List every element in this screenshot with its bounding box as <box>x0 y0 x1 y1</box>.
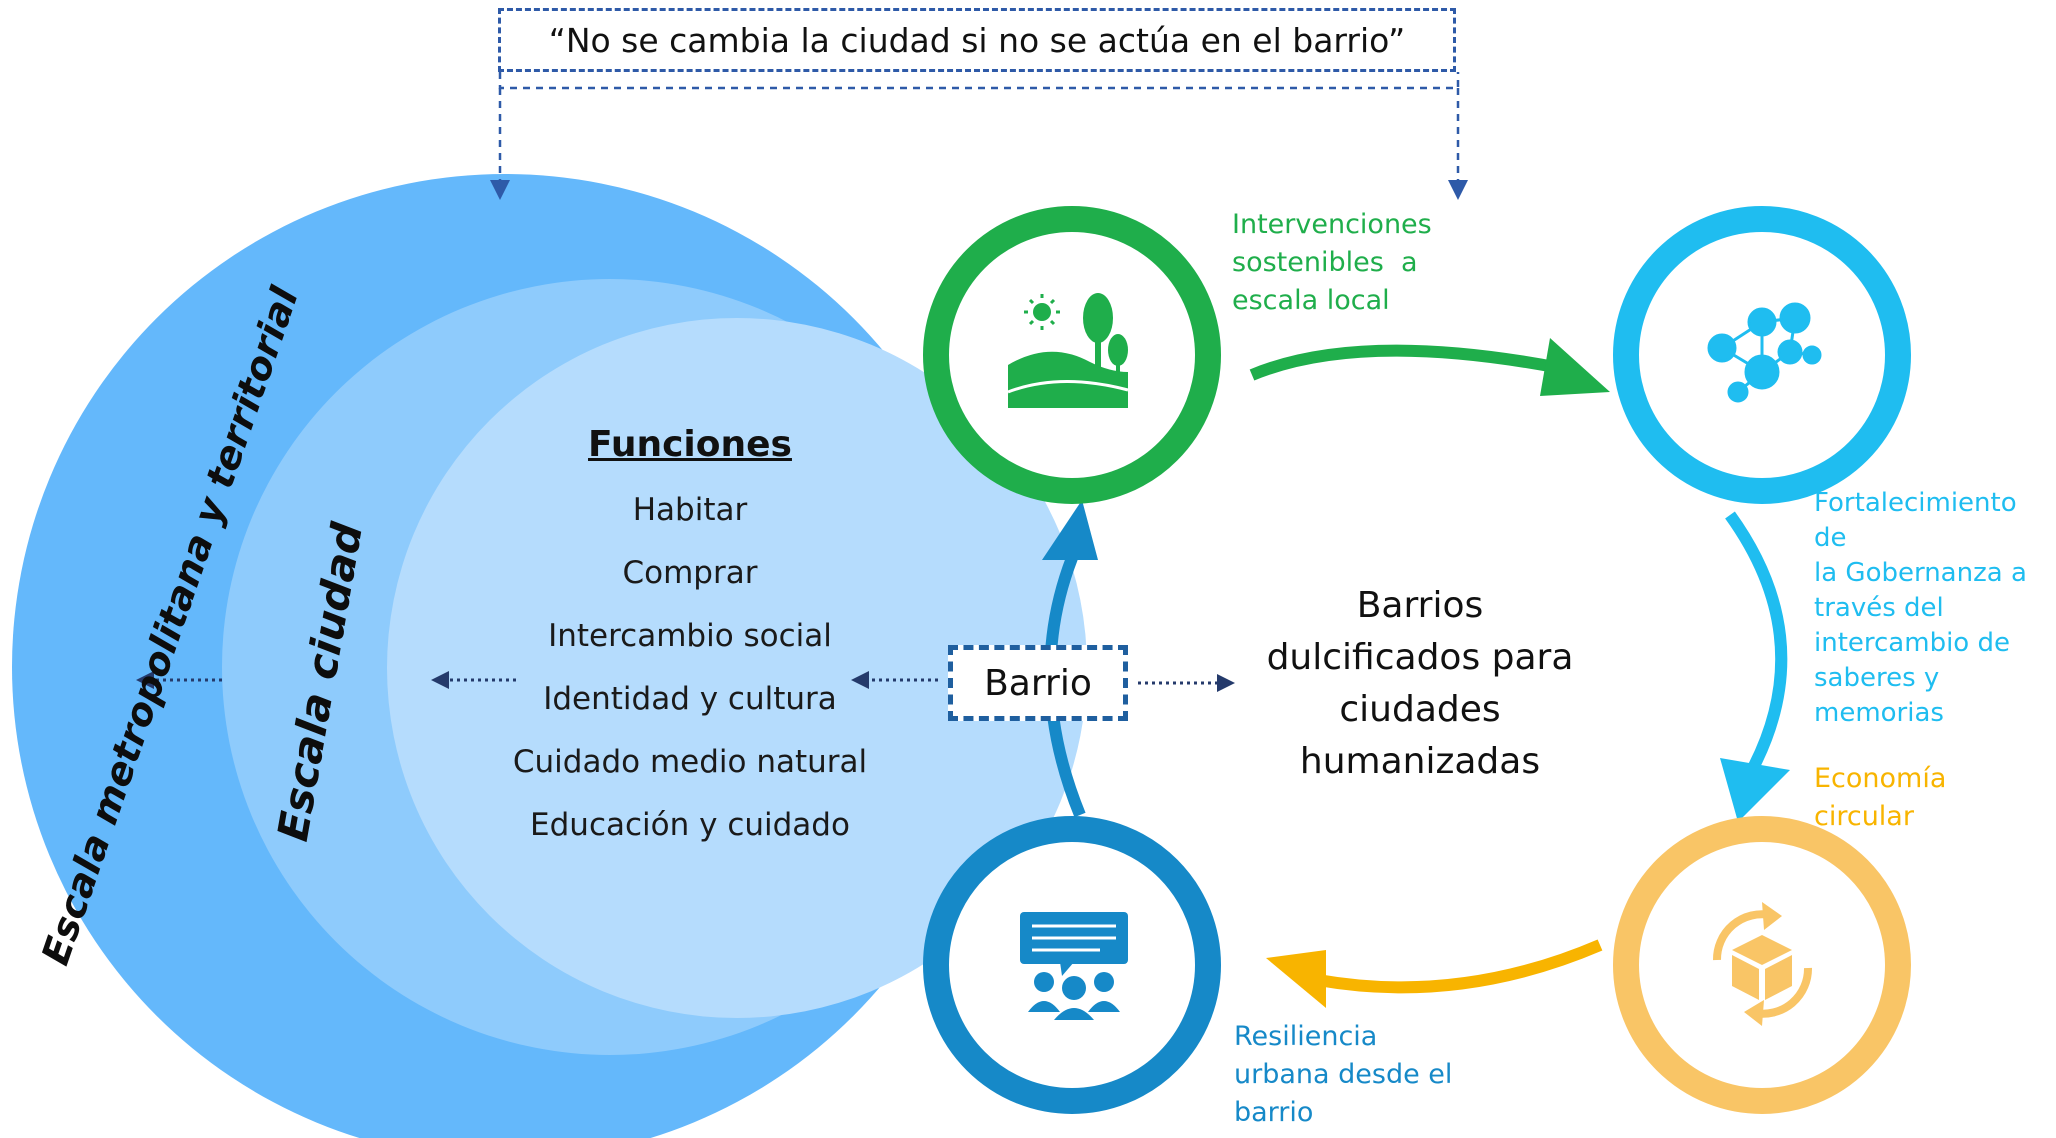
function-item: Cuidado medio natural <box>512 744 868 780</box>
label-line: escala local <box>1232 285 1390 316</box>
function-item: Educación y cuidado <box>530 807 850 843</box>
label-resiliencia: Resiliencia urbana desde el barrio <box>1234 1018 1452 1132</box>
label-line: Resiliencia <box>1234 1021 1378 1052</box>
community-discussion-icon <box>1020 912 1128 1020</box>
quote-connectors <box>490 72 1468 200</box>
barrio-box: Barrio <box>948 645 1128 721</box>
barrio-dotted-arrows <box>136 671 1235 692</box>
arrow-yellow <box>1316 939 1603 994</box>
inner-functions-circle <box>387 318 1087 1018</box>
label-line: través del <box>1814 593 1944 623</box>
center-line: ciudades <box>1339 689 1501 730</box>
landscape-tree-sun-icon <box>1007 293 1129 408</box>
function-item: Comprar <box>622 555 758 591</box>
label-line: la Gobernanza a <box>1814 558 2027 588</box>
cycle-arrows <box>1042 338 1790 1008</box>
node-intervenciones <box>923 206 1221 504</box>
box-recycle-icon <box>1712 902 1813 1026</box>
function-item: Habitar <box>632 492 748 528</box>
label-line: intercambio de <box>1814 628 2010 658</box>
label-line: Fortalecimiento de <box>1814 488 2017 553</box>
label-intervenciones: Intervenciones sostenibles a escala loca… <box>1232 206 1432 320</box>
functions-list: Funciones Habitar Comprar Intercambio so… <box>490 424 890 857</box>
functions-title: Funciones <box>588 424 792 465</box>
node-resiliencia <box>923 816 1221 1114</box>
label-line: Economía <box>1814 763 1947 794</box>
node-economia <box>1613 816 1911 1114</box>
arrow-cyan <box>1725 511 1788 773</box>
label-line: Intervenciones <box>1232 209 1432 240</box>
people-network-icon <box>1707 302 1822 403</box>
quote-box: “No se cambia la ciudad si no se actúa e… <box>498 8 1456 72</box>
label-line: urbana desde el <box>1234 1059 1453 1090</box>
label-gobernanza: Fortalecimiento de la Gobernanza a travé… <box>1814 486 2056 731</box>
label-line: barrio <box>1234 1097 1314 1128</box>
center-statement: Barrios dulcificados para ciudades human… <box>1240 580 1600 788</box>
label-line: saberes y memorias <box>1814 663 1944 728</box>
center-line: Barrios <box>1356 585 1484 626</box>
arrow-green <box>1249 344 1562 381</box>
label-line: circular <box>1814 801 1914 832</box>
node-gobernanza <box>1613 206 1911 504</box>
center-line: humanizadas <box>1299 741 1541 782</box>
function-item: Intercambio social <box>548 618 832 654</box>
label-economia: Economía circular <box>1814 760 1946 836</box>
function-item: Identidad y cultura <box>543 681 837 717</box>
center-line: dulcificados para <box>1266 637 1574 678</box>
label-line: sostenibles a <box>1232 247 1418 278</box>
